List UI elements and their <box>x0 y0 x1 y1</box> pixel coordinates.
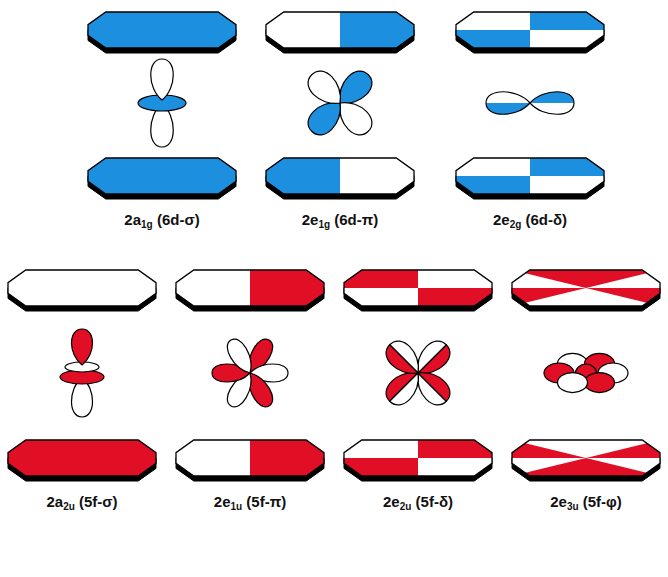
ring <box>266 8 429 53</box>
orbital-lobe <box>418 341 447 373</box>
ring-outline <box>344 270 492 306</box>
ring-outline <box>176 270 324 306</box>
ring-outline <box>88 12 236 48</box>
ring-phase <box>250 266 339 309</box>
label-holder: 2a1g (6d-σ) <box>124 211 199 229</box>
label-part: 2e <box>302 211 319 228</box>
label-part: (5f-δ) <box>411 493 453 510</box>
orbital-label: 2a2u (5f-σ) <box>46 493 117 511</box>
label-part: 2e <box>550 493 567 510</box>
orbital-lobe <box>72 329 93 365</box>
d-pi-orbital <box>308 71 372 135</box>
label-part: 2e <box>214 493 231 510</box>
label-part: 2e <box>383 493 400 510</box>
ring-phase <box>73 154 251 197</box>
label-part: (5f-π) <box>242 493 286 510</box>
orbital-label: 2e2u (5f-δ) <box>383 493 453 511</box>
ring-outline <box>456 158 604 194</box>
ring-face <box>8 270 156 306</box>
ring <box>176 266 339 311</box>
label-subscript: 1u <box>231 501 243 512</box>
label-subscript: 1g <box>141 219 153 230</box>
orbital-lobe <box>227 339 251 373</box>
label-part: (5f-φ) <box>579 493 622 510</box>
ring-outline <box>344 440 492 476</box>
orbital-lobe <box>249 373 273 407</box>
label-holder: 2a2u (5f-σ) <box>46 493 117 511</box>
label-part: (6d-δ) <box>521 211 567 228</box>
orbital-lobe <box>486 92 530 115</box>
ring <box>497 266 668 311</box>
ring-outline <box>8 270 156 306</box>
ring <box>497 436 668 481</box>
ring-phase <box>73 8 251 51</box>
orbital-lobe <box>151 59 174 100</box>
ring <box>73 154 251 199</box>
label-part: 2a <box>46 493 63 510</box>
ring-outline <box>266 158 414 194</box>
label-subscript: 3u <box>567 501 579 512</box>
label-part: (6d-π) <box>330 211 378 228</box>
d-delta-orbital <box>486 92 574 115</box>
orbital-lobe <box>558 373 588 393</box>
ring-phase <box>251 154 340 197</box>
label-subscript: 2u <box>63 501 75 512</box>
ring <box>8 270 156 311</box>
ring-phase <box>0 436 171 479</box>
label-subscript: 2g <box>510 219 522 230</box>
ring <box>251 154 414 199</box>
orbital-lobe <box>308 71 340 103</box>
orbital-lobe <box>386 345 418 374</box>
label-holder: 2e2g (6d-δ) <box>493 211 567 229</box>
ring-outline <box>456 12 604 48</box>
ring <box>329 266 507 311</box>
orbital-label: 2a1g (6d-σ) <box>124 211 199 229</box>
f-sigma-orbital <box>60 329 104 417</box>
ring-outline <box>512 270 660 306</box>
ring <box>176 436 339 481</box>
orbital-label: 2e1u (5f-π) <box>214 493 286 511</box>
ring <box>329 436 507 481</box>
d-sigma-orbital <box>138 59 186 147</box>
ring-outline <box>266 12 414 48</box>
ring <box>73 8 251 53</box>
ring-outline <box>512 440 660 476</box>
ring-outline <box>176 440 324 476</box>
orbital-lobe <box>340 103 372 135</box>
label-part: 2a <box>124 211 141 228</box>
label-subscript: 1g <box>318 219 330 230</box>
f-pi-orbital <box>212 339 288 407</box>
orbital-label: 2e3u (5f-φ) <box>550 493 622 511</box>
orbital-label: 2e1g (6d-π) <box>302 211 379 229</box>
f-delta-orbital <box>386 341 450 405</box>
ring-phase <box>250 436 339 479</box>
label-part: 2e <box>493 211 510 228</box>
ring-outline <box>88 158 236 194</box>
ring <box>0 436 171 481</box>
orbital-lobe <box>585 373 615 393</box>
orbital-lobe <box>340 71 372 103</box>
orbital-lobe <box>530 92 574 115</box>
label-part: (5f-σ) <box>75 493 118 510</box>
label-part: (6d-σ) <box>153 211 200 228</box>
ring-outline <box>8 440 156 476</box>
orbital-label: 2e2g (6d-δ) <box>493 211 567 229</box>
ring <box>441 8 619 53</box>
label-subscript: 2u <box>400 501 412 512</box>
label-holder: 2e1u (5f-π) <box>214 493 286 511</box>
f-phi-orbital <box>544 353 628 392</box>
orbital-lobe <box>308 103 340 135</box>
ring <box>441 154 619 199</box>
label-holder: 2e2u (5f-δ) <box>383 493 453 511</box>
label-holder: 2e3u (5f-φ) <box>550 493 622 511</box>
orbital-lobe <box>418 373 450 402</box>
ring-phase <box>340 8 429 51</box>
label-holder: 2e1g (6d-π) <box>302 211 379 229</box>
orbital-lobe <box>390 373 419 405</box>
